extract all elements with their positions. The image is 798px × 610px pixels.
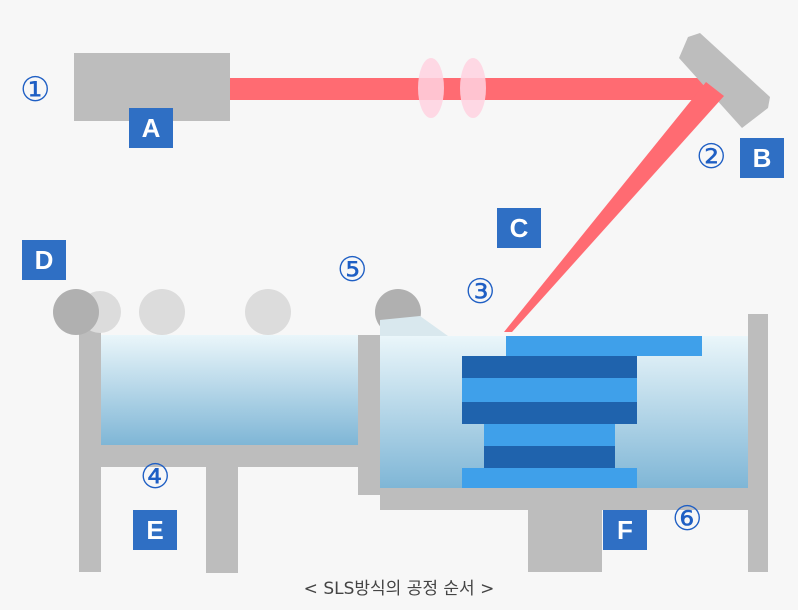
- part-layer: [462, 356, 637, 378]
- build-chamber-right-wall: [748, 314, 768, 572]
- step-number-4: ④: [140, 457, 171, 497]
- part-layer-bottom: [462, 468, 637, 488]
- powder-spread: [380, 316, 448, 336]
- feed-powder-bed: [101, 335, 358, 445]
- label-b: B: [740, 138, 784, 178]
- laser-beam-deflected: [504, 82, 724, 332]
- part-layer: [484, 424, 615, 446]
- feed-chamber-right-wall: [358, 335, 380, 495]
- label-c: C: [497, 208, 541, 248]
- step-number-2: ②: [696, 137, 727, 177]
- lens-2: [460, 58, 486, 118]
- step-number-1: ①: [20, 70, 51, 110]
- step-number-6: ⑥: [672, 499, 703, 539]
- diagram-caption: < SLS방식의 공정 순서 >: [303, 579, 495, 599]
- label-d: D: [22, 240, 66, 280]
- label-a: A: [129, 108, 173, 148]
- roller-ghost-2: [139, 289, 185, 335]
- sintered-part: [462, 336, 702, 488]
- roller-start: [53, 289, 99, 335]
- part-layer: [462, 378, 637, 402]
- scanning-mirror: [679, 33, 770, 128]
- build-piston-platform: [380, 488, 748, 510]
- feed-piston-platform: [101, 445, 380, 467]
- part-layer: [462, 402, 637, 424]
- build-piston-rod: [528, 510, 602, 572]
- label-f: F: [603, 510, 647, 550]
- roller-ghost-3: [245, 289, 291, 335]
- feed-piston-rod: [206, 467, 238, 573]
- step-number-5: ⑤: [337, 250, 368, 290]
- step-number-3: ③: [465, 272, 496, 312]
- lens-1: [418, 58, 444, 118]
- label-e: E: [133, 510, 177, 550]
- part-layer-top: [506, 336, 702, 356]
- part-layer: [484, 446, 615, 468]
- feed-chamber-left-wall: [79, 330, 101, 572]
